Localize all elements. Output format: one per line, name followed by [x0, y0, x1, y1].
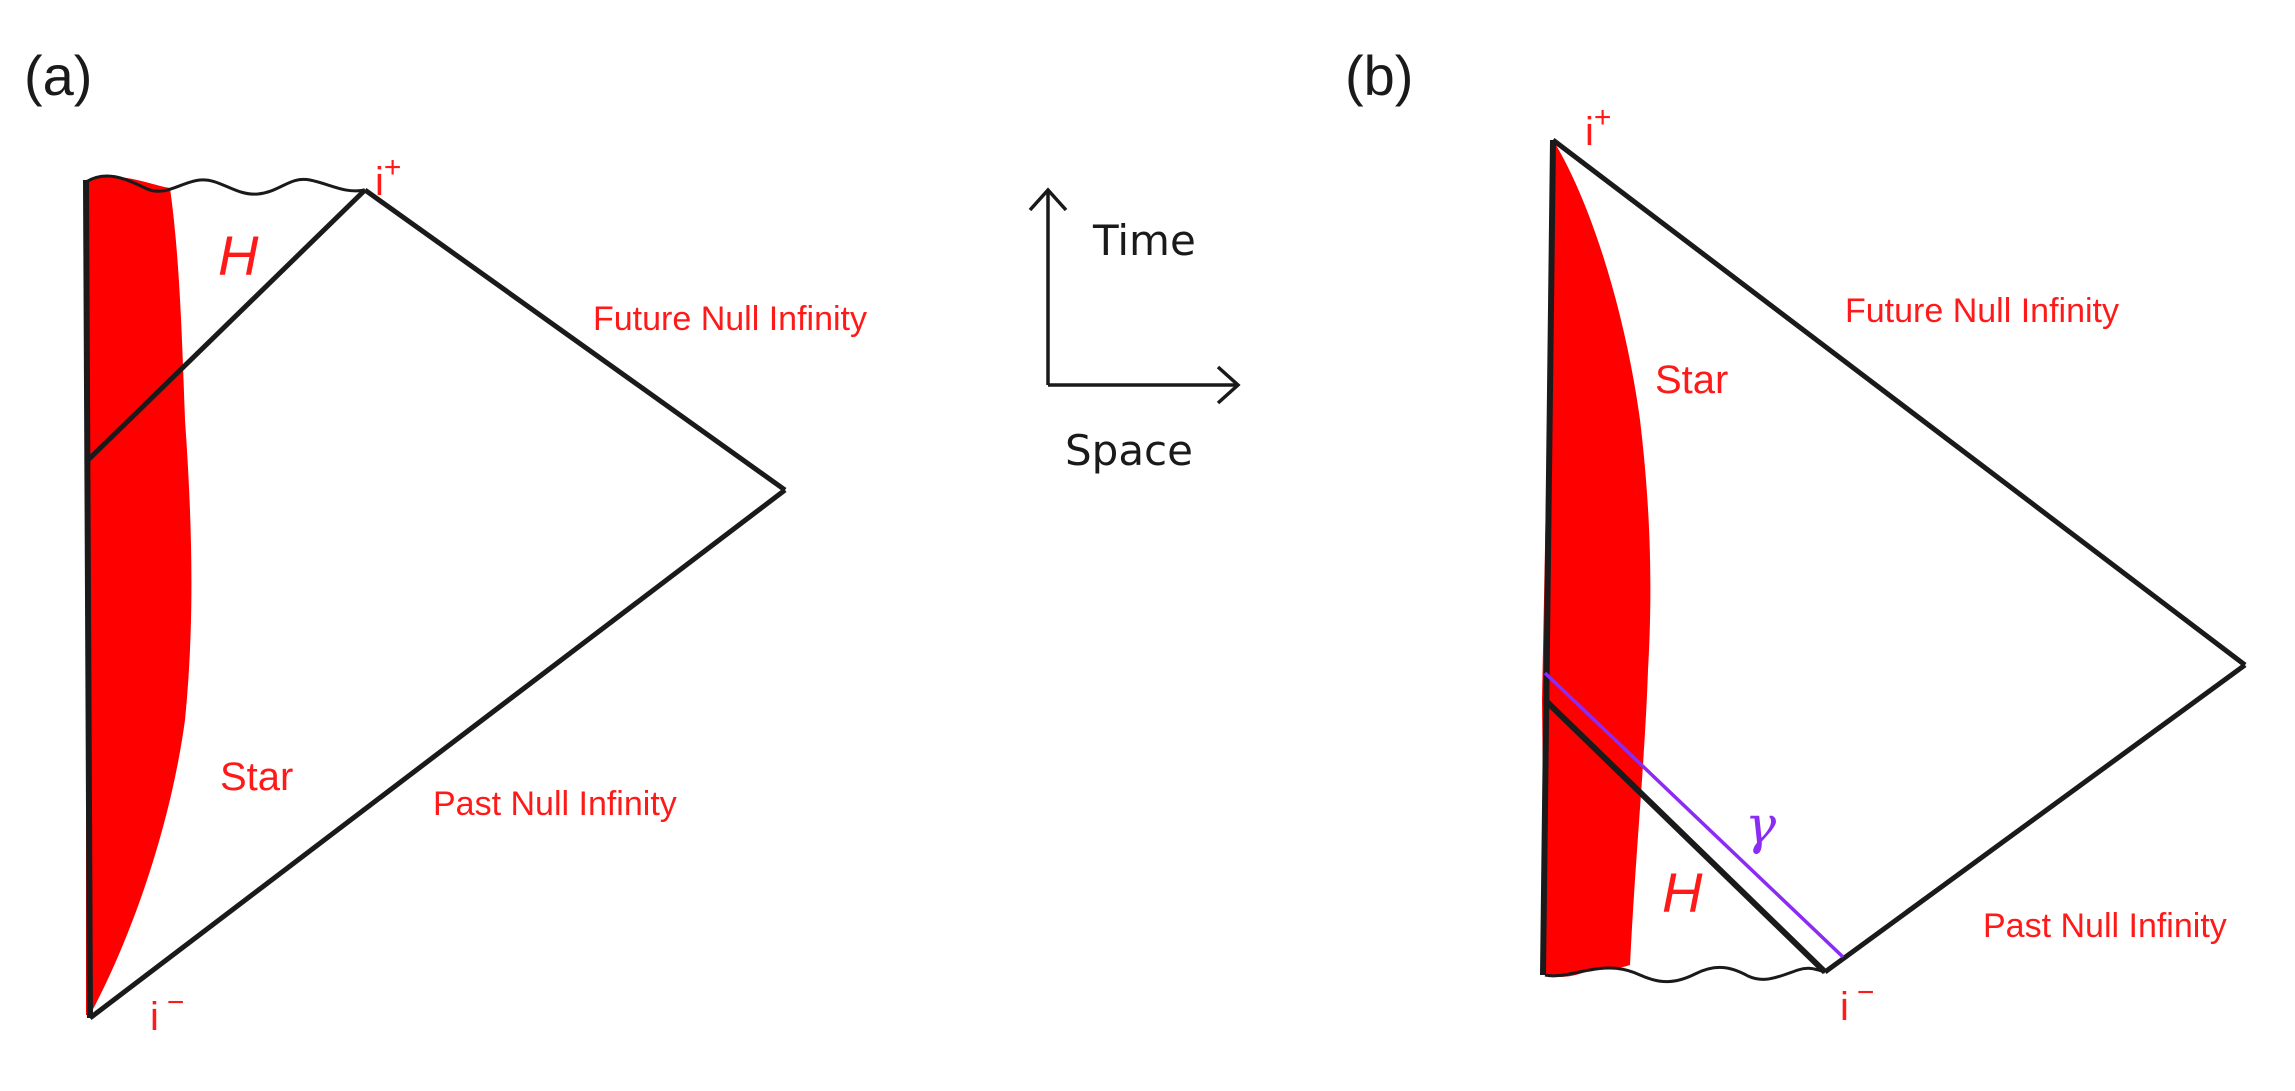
panel-b-gamma-line	[1543, 671, 1845, 959]
panel-a-future-null-label: Future Null Infinity	[593, 300, 867, 338]
panel-b-gamma-label: γ	[1745, 796, 1777, 856]
panel-b: (b) Star Future Null Infinity Past Null …	[1345, 44, 2247, 1029]
panel-b-origin-line	[1540, 139, 1556, 976]
space-arrowhead	[1216, 365, 1241, 405]
panel-b-past-null-label: Past Null Infinity	[1983, 907, 2227, 945]
panel-b-future-null-line	[1551, 138, 2247, 667]
panel-b-past-timelike-infinity: i−	[1840, 976, 1874, 1029]
panel-a: (a) H Star Future Null Infinity Past Nul…	[24, 44, 867, 1039]
panel-a-singularity	[85, 174, 366, 196]
panel-a-past-timelike-infinity: i−	[150, 986, 184, 1039]
panel-b-star-region	[1542, 140, 1651, 977]
panel-b-future-null-label: Future Null Infinity	[1845, 292, 2119, 330]
panel-a-past-null-label: Past Null Infinity	[433, 785, 677, 823]
panel-b-past-null-line	[1823, 662, 2247, 975]
panel-b-horizon-label: H	[1662, 861, 1703, 924]
panel-a-star-region	[86, 176, 192, 1015]
time-label: Time	[1092, 216, 1196, 265]
panel-a-origin-line	[83, 179, 93, 1019]
panel-b-singularity	[1544, 966, 1826, 984]
panel-a-past-null-line	[88, 488, 787, 1020]
panel-b-future-timelike-infinity: i+	[1585, 101, 1611, 154]
panel-b-star-label: Star	[1655, 358, 1728, 402]
panel-a-future-null-line	[363, 187, 787, 493]
panel-a-star-label: Star	[220, 755, 293, 799]
space-label: Space	[1065, 426, 1193, 475]
panel-b-label: (b)	[1345, 44, 1413, 107]
panel-a-horizon-label: H	[218, 224, 259, 287]
panel-a-label: (a)	[24, 44, 92, 107]
panel-a-horizon-line	[84, 188, 367, 464]
time-space-axes: Time Space	[1028, 187, 1241, 475]
panel-b-horizon-line	[1542, 697, 1828, 975]
time-arrowhead	[1028, 187, 1068, 212]
panel-a-future-timelike-infinity: i+	[375, 151, 401, 204]
